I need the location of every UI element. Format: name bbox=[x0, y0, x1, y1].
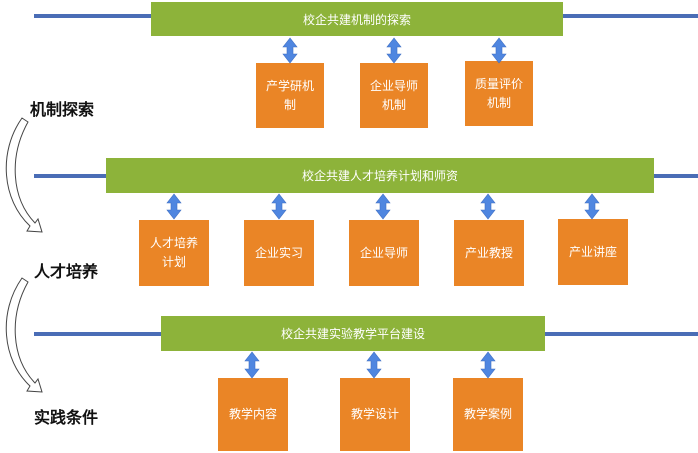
side-label-talent: 人才培养 bbox=[34, 262, 99, 281]
section-2-box-1: 人才培养 计划 bbox=[139, 220, 209, 286]
section-3-bar: 校企共建实验教学平台建设 bbox=[161, 316, 545, 351]
curved-flow-arrow-icon bbox=[5, 117, 43, 233]
double-arrow-icon bbox=[375, 193, 391, 220]
double-arrow-icon bbox=[491, 37, 507, 64]
section-1-box-3: 质量评价 机制 bbox=[465, 61, 533, 126]
section-2-box-2: 企业实习 bbox=[244, 220, 314, 286]
section-2-box-4: 产业教授 bbox=[454, 220, 524, 286]
double-arrow-icon bbox=[480, 351, 496, 379]
double-arrow-icon bbox=[244, 351, 260, 379]
section-3-box-1: 教学内容 bbox=[218, 378, 288, 451]
double-arrow-icon bbox=[480, 193, 496, 220]
double-arrow-icon bbox=[366, 351, 382, 379]
double-arrow-icon bbox=[166, 193, 182, 220]
side-label-practice: 实践条件 bbox=[34, 408, 99, 427]
section-3-box-2: 教学设计 bbox=[340, 378, 410, 451]
double-arrow-icon bbox=[584, 193, 600, 220]
section-2-box-3: 企业导师 bbox=[349, 220, 419, 286]
double-arrow-icon bbox=[271, 193, 287, 220]
section-1-bar: 校企共建机制的探索 bbox=[151, 2, 563, 36]
section-1-box-1: 产学研机 制 bbox=[256, 63, 324, 128]
section-2-box-5: 产业讲座 bbox=[558, 219, 628, 285]
section-3-box-3: 教学案例 bbox=[453, 378, 523, 451]
section-1-box-2: 企业导师 机制 bbox=[360, 63, 428, 128]
section-2-bar: 校企共建人才培养计划和师资 bbox=[106, 158, 654, 193]
curved-flow-arrow-icon bbox=[5, 277, 43, 393]
double-arrow-icon bbox=[386, 37, 402, 64]
side-label-mechanism: 机制探索 bbox=[30, 100, 95, 119]
double-arrow-icon bbox=[282, 37, 298, 64]
